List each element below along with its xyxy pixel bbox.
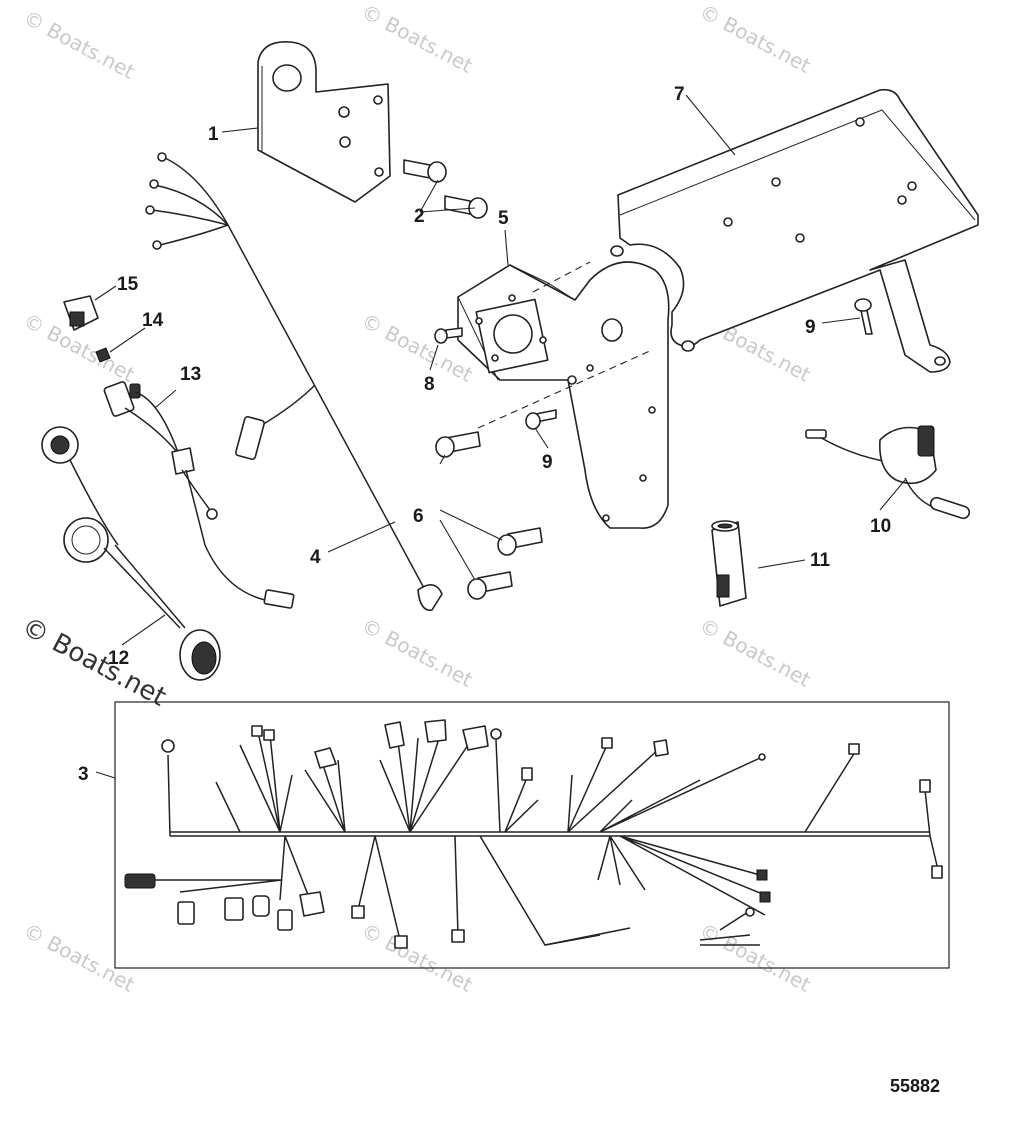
callout-5: 5	[498, 208, 509, 229]
part-5-mount	[457, 261, 670, 529]
callout-8: 8	[424, 374, 435, 395]
part-6-bolts	[435, 431, 543, 600]
part-11-connector	[711, 520, 747, 607]
callout-labels: 1 2 3 4 5 6 7 8 9 9 10 11 12 13 14 15	[78, 84, 891, 785]
callout-9-bolt: 9	[805, 317, 816, 338]
watermark: © Boats.net	[696, 0, 815, 78]
part-1-bracket	[257, 41, 391, 203]
callout-12: 12	[108, 648, 129, 669]
watermark: © Boats.net	[358, 613, 477, 692]
alignment-line	[477, 349, 653, 429]
part-9-screw	[525, 409, 557, 430]
part-15-connector	[63, 295, 99, 331]
callout-3: 3	[78, 764, 89, 785]
callout-11: 11	[810, 550, 831, 571]
leader-lines	[94, 94, 906, 779]
part-14-clip	[95, 347, 111, 363]
callout-6: 6	[413, 506, 424, 527]
part-7-plate	[610, 88, 979, 373]
part-8-screw	[434, 327, 463, 344]
callout-2: 2	[414, 206, 425, 227]
alignment-line	[532, 261, 591, 293]
watermarks: © Boats.net © Boats.net © Boats.net © Bo…	[17, 0, 815, 997]
callout-14: 14	[142, 310, 164, 331]
watermark: © Boats.net	[696, 918, 815, 997]
part-4-harness	[145, 152, 443, 611]
callout-10: 10	[870, 516, 891, 537]
callout-1: 1	[208, 124, 219, 145]
callout-15: 15	[117, 274, 139, 295]
harness-frame	[114, 701, 950, 969]
watermark: © Boats.net	[20, 5, 139, 84]
part-12-harness	[41, 426, 221, 681]
diagram-reference-number: 55882	[890, 1076, 940, 1096]
part-9-bolt	[854, 298, 873, 335]
part-10-sensor	[805, 425, 971, 520]
part-3-main-harness	[114, 701, 950, 969]
watermark: © Boats.net	[358, 0, 477, 78]
watermark: © Boats.net	[20, 918, 139, 997]
callout-7: 7	[674, 84, 685, 105]
callout-13: 13	[180, 364, 201, 385]
watermark: © Boats.net	[696, 613, 815, 692]
callout-9-screw: 9	[542, 452, 553, 473]
part-13-harness	[103, 381, 295, 609]
callout-4: 4	[310, 547, 321, 568]
